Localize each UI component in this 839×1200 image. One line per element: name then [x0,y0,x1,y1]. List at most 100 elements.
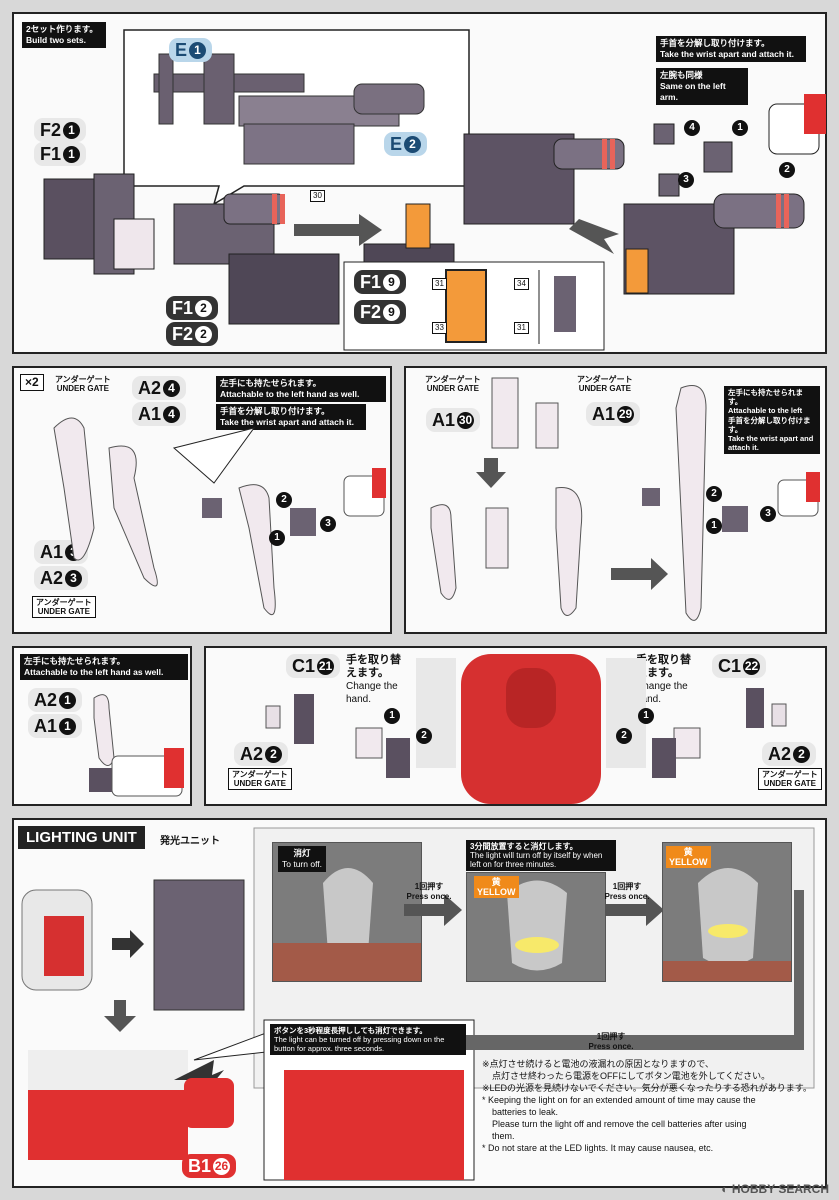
step-1: 1 [706,518,722,534]
code-letter: A1 [34,716,58,736]
ug-jp: アンダーゲート [36,598,92,607]
left-hand-note: 左手にも持たせられます。 Attachable to the left hand… [216,376,386,402]
code-letter: E [390,134,403,154]
wrist-jp: 手首を分解し取り付けます。 [728,416,811,434]
panel-blade-c: 左手にも持たせられます。 Attachable to the left hand… [12,646,192,806]
wrist-note: 手首を分解し取り付けます。 Take the wrist apart and a… [216,404,366,430]
code-letter: F2 [40,120,62,140]
build-jp: 2セット作ります。 [26,24,98,34]
code-letter: F2 [360,302,382,322]
under-gate-top: アンダーゲート UNDER GATE [52,374,114,394]
watermark-text: HOBBY SEARCH [731,1182,829,1196]
code-letter: A2 [138,378,162,398]
code-letter: A1 [40,542,64,562]
code-num: 1 [59,718,77,735]
battery-notes: ※点灯させ続けると電池の液漏れの原因となりますので、 点灯させ終わったら電源をO… [482,1058,822,1154]
title-en: LIGHTING UNIT [26,829,137,846]
ug-jp: アンダーゲート [55,375,111,384]
change-hand-left: 手を取り替えます。 Change the hand. [346,654,402,706]
code-letter: F2 [172,324,194,344]
press-once-back: 1回押す Press once. [586,1032,636,1052]
sticker-34: 34 [514,278,529,290]
ug-en: UNDER GATE [426,384,479,393]
note-line: * Keeping the light on for an extended a… [482,1095,756,1105]
left-en: Same on the left arm. [660,81,726,102]
sticker-30: 30 [310,190,325,202]
blade-b-illustration [430,377,820,621]
press-en: Press once. [406,892,452,901]
wrist-jp: 手首を分解し取り付けます。 [220,406,330,416]
code-letter: E [175,40,188,60]
build-two-sets-label: 2セット作ります。 Build two sets. [22,22,106,48]
step-2: 2 [779,162,795,178]
yellow-jp: 黄 [491,877,501,887]
ug-jp: アンダーゲート [762,770,818,779]
note-line: ※LEDの光源を見続けないでください。気分が悪くなったりする恐れがあります。 [482,1083,812,1093]
press-once-2: 1回押す Press once. [602,882,652,902]
code-num: 9 [383,304,401,321]
sticker-31b: 31 [514,322,529,334]
left-arm-note: 左腕も同様 Same on the left arm. [656,68,748,105]
step-4: 4 [684,120,700,136]
note-line: them. [492,1131,515,1141]
blade-a-illustration [53,417,386,616]
left-hand-note: 左手にも持たせられます。 Attachable to the left hand… [20,654,188,680]
code-num: 2 [195,300,213,317]
note-line: Please turn the light off and remove the… [492,1119,747,1129]
code-num: 1 [63,146,81,163]
wrist-jp: 手首を分解し取り付けます。 [660,38,770,48]
ug-jp: アンダーゲート [232,770,288,779]
code-letter: B1 [188,1156,212,1176]
lighting-title-jp: 発光ユニット [160,836,220,847]
watermark: ◐ HOBBY SEARCH [721,1182,829,1196]
code-num: 3 [65,570,83,587]
under-gate-left: アンダーゲート UNDER GATE [228,768,292,790]
sticker-31a: 31 [432,278,447,290]
build-en: Build two sets. [26,35,86,45]
code-letter: F1 [360,272,382,292]
hold-jp: ボタンを3秒程度長押ししても消灯できます。 [274,1026,427,1035]
step-1-right: 1 [638,708,654,724]
left-jp: 左手にも持たせられます。 [24,656,126,666]
under-gate-right: アンダーゲート UNDER GATE [574,374,636,394]
yellow-tag-2: 黄 YELLOW [666,846,711,868]
change-en: Change the hand. [346,681,398,705]
code-num: 9 [383,274,401,291]
wrist-en: Take the wrist apart and attach it. [660,49,794,59]
turnoff-jp: 消灯 [293,848,311,858]
auto-en: The light will turn off by itself by whe… [470,851,603,869]
step-2: 2 [706,486,722,502]
left-en: Attachable to the left hand as well. [24,667,164,677]
code-letter: F1 [172,298,194,318]
code-letter: C1 [292,656,316,676]
code-num: 1 [189,42,207,59]
step-1: 1 [269,530,285,546]
code-letter: C1 [718,656,742,676]
step-2: 2 [276,492,292,508]
left-en: Attachable to the left hand as well. [220,389,360,399]
code-num: 2 [265,746,283,763]
ug-en: UNDER GATE [37,607,90,616]
ug-en: UNDER GATE [763,779,816,788]
under-gate-bottom: アンダーゲート UNDER GATE [32,596,96,618]
callout-box [43,29,826,351]
panel-rifle-assembly: 2セット作ります。 Build two sets. [12,12,827,354]
ug-en: UNDER GATE [233,779,286,788]
wrist-instruction: 手首を分解し取り付けます。 Take the wrist apart and a… [656,36,806,62]
code-letter: A2 [40,568,64,588]
